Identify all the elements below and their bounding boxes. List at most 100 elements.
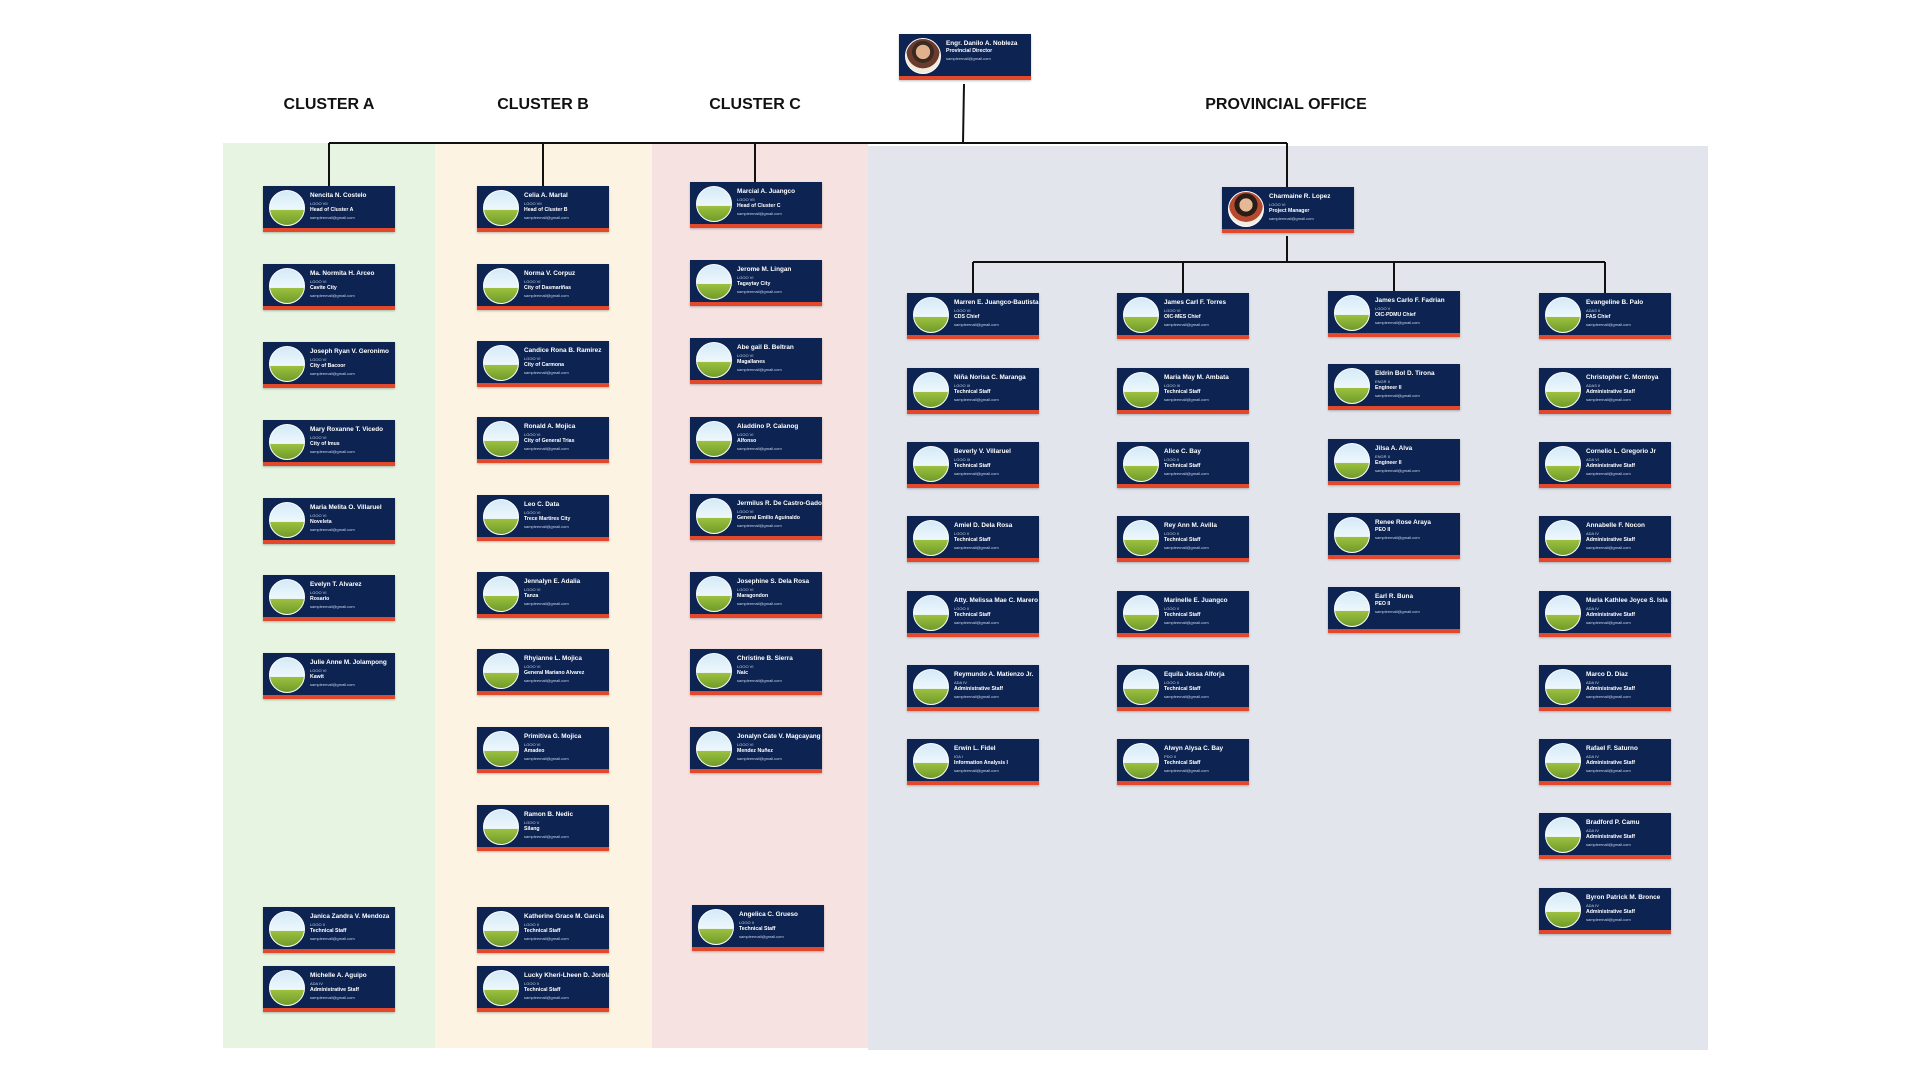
avatar-placeholder — [269, 911, 305, 947]
avatar-placeholder — [1545, 297, 1581, 333]
person-role: City of Carmona — [524, 362, 565, 368]
avatar-placeholder — [269, 502, 305, 538]
project-manager-card[interactable]: Charmaine R. Lopez LGOO VI Project Manag… — [1222, 187, 1354, 233]
person-name: Lucky Kheri-Lheen D. Jorolan — [524, 972, 609, 979]
provincial-director-card[interactable]: Engr. Danilo A. Nobleza Provincial Direc… — [899, 34, 1031, 80]
person-name: Atty. Melissa Mae C. Marero — [954, 597, 1039, 604]
person-role: FAS Chief — [1586, 314, 1611, 320]
person-rank: ADA IV — [1586, 606, 1599, 611]
person-role: Amadeo — [524, 748, 545, 754]
person-rank: LGOO VI — [737, 664, 754, 669]
avatar-placeholder — [269, 970, 305, 1006]
person-role: Engineer II — [1375, 460, 1402, 466]
person-email: sampleemail@gmail.com — [524, 370, 569, 375]
person-name: Jonalyn Cate V. Magcayang — [737, 733, 821, 740]
person-name: Jerome M. Lingan — [737, 266, 792, 273]
person-email: sampleemail@gmail.com — [524, 678, 569, 683]
person-name: Charmaine R. Lopez — [1269, 193, 1331, 200]
person-rank: ADA IV — [1586, 754, 1599, 759]
avatar-placeholder — [1334, 295, 1370, 331]
person-rank: LGOO VI — [954, 308, 971, 313]
avatar-placeholder — [483, 809, 519, 845]
person-email: sampleemail@gmail.com — [946, 56, 991, 61]
person-name: Rhyianne L. Mojica — [524, 655, 582, 662]
person-rank: LGOO VI — [737, 432, 754, 437]
person-name: Marinelle E. Juangco — [1164, 597, 1228, 604]
person-name: Ronald A. Mojica — [524, 423, 576, 430]
person-role: Administrative Staff — [1586, 537, 1636, 543]
person-email: sampleemail@gmail.com — [310, 527, 355, 532]
person-rank: LGOO II — [1164, 606, 1179, 611]
person-email: sampleemail@gmail.com — [1586, 322, 1631, 327]
person-rank: LGOO II — [1164, 680, 1179, 685]
person-name: Marcial A. Juangco — [737, 188, 796, 195]
avatar-placeholder — [913, 446, 949, 482]
person-email: sampleemail@gmail.com — [310, 936, 355, 941]
person-rank: LGOO II — [954, 606, 969, 611]
person-role: Technical Staff — [1164, 389, 1201, 395]
person-email: sampleemail@gmail.com — [739, 934, 784, 939]
person-name: Aladdino P. Calanog — [737, 423, 799, 430]
person-email: sampleemail@gmail.com — [1586, 545, 1631, 550]
person-name: Amiel D. Dela Rosa — [954, 522, 1013, 529]
person-role: Administrative Staff — [1586, 463, 1636, 469]
